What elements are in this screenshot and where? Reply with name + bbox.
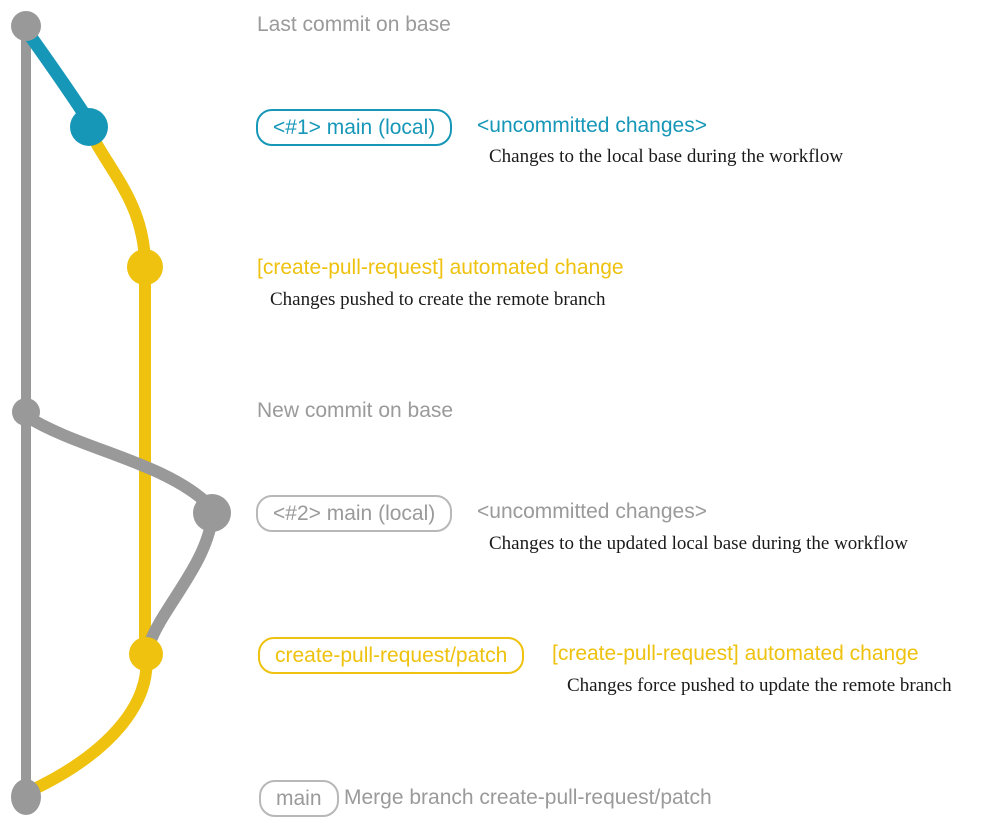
commit-dot-create-pull-request-patch xyxy=(129,637,163,671)
automated-change-title-1: [create-pull-request] automated change xyxy=(257,256,624,279)
uncommitted-changes-description-1: Changes to the local base during the wor… xyxy=(489,146,844,167)
uncommitted-changes-title-2: <uncommitted changes> xyxy=(477,500,707,523)
updated-base-branch-curve xyxy=(20,410,216,512)
commit-dot-main-local-2 xyxy=(193,494,231,532)
local-main-branch-curve xyxy=(19,23,95,127)
force-push-curve xyxy=(143,512,218,651)
branch-badge-main-local-2: <#2> main (local) xyxy=(256,495,453,532)
automated-change-title-2: [create-pull-request] automated change xyxy=(552,642,919,665)
new-commit-label: New commit on base xyxy=(257,399,454,422)
commit-dot-main-local-1 xyxy=(70,108,108,146)
commit-dot-create-pull-request-1 xyxy=(127,249,163,285)
uncommitted-changes-description-2: Changes to the updated local base during… xyxy=(489,533,908,554)
automated-change-description-2: Changes force pushed to update the remot… xyxy=(567,675,952,696)
pull-request-merge-curve xyxy=(22,650,153,798)
commit-dot-new-base xyxy=(12,398,40,426)
branch-badge-main: main xyxy=(259,780,339,817)
uncommitted-changes-title-1: <uncommitted changes> xyxy=(477,114,707,137)
branch-badge-main-local-1: <#1> main (local) xyxy=(256,109,453,146)
commit-dot-last-base xyxy=(11,11,41,41)
automated-change-description-1: Changes pushed to create the remote bran… xyxy=(270,289,606,310)
merge-commit-label: Merge branch create-pull-request/patch xyxy=(344,786,712,809)
pull-request-branch-line xyxy=(83,124,151,656)
branch-badge-create-pull-request-patch: create-pull-request/patch xyxy=(258,637,525,674)
commit-dot-merge xyxy=(11,779,41,815)
last-commit-label: Last commit on base xyxy=(257,13,451,36)
